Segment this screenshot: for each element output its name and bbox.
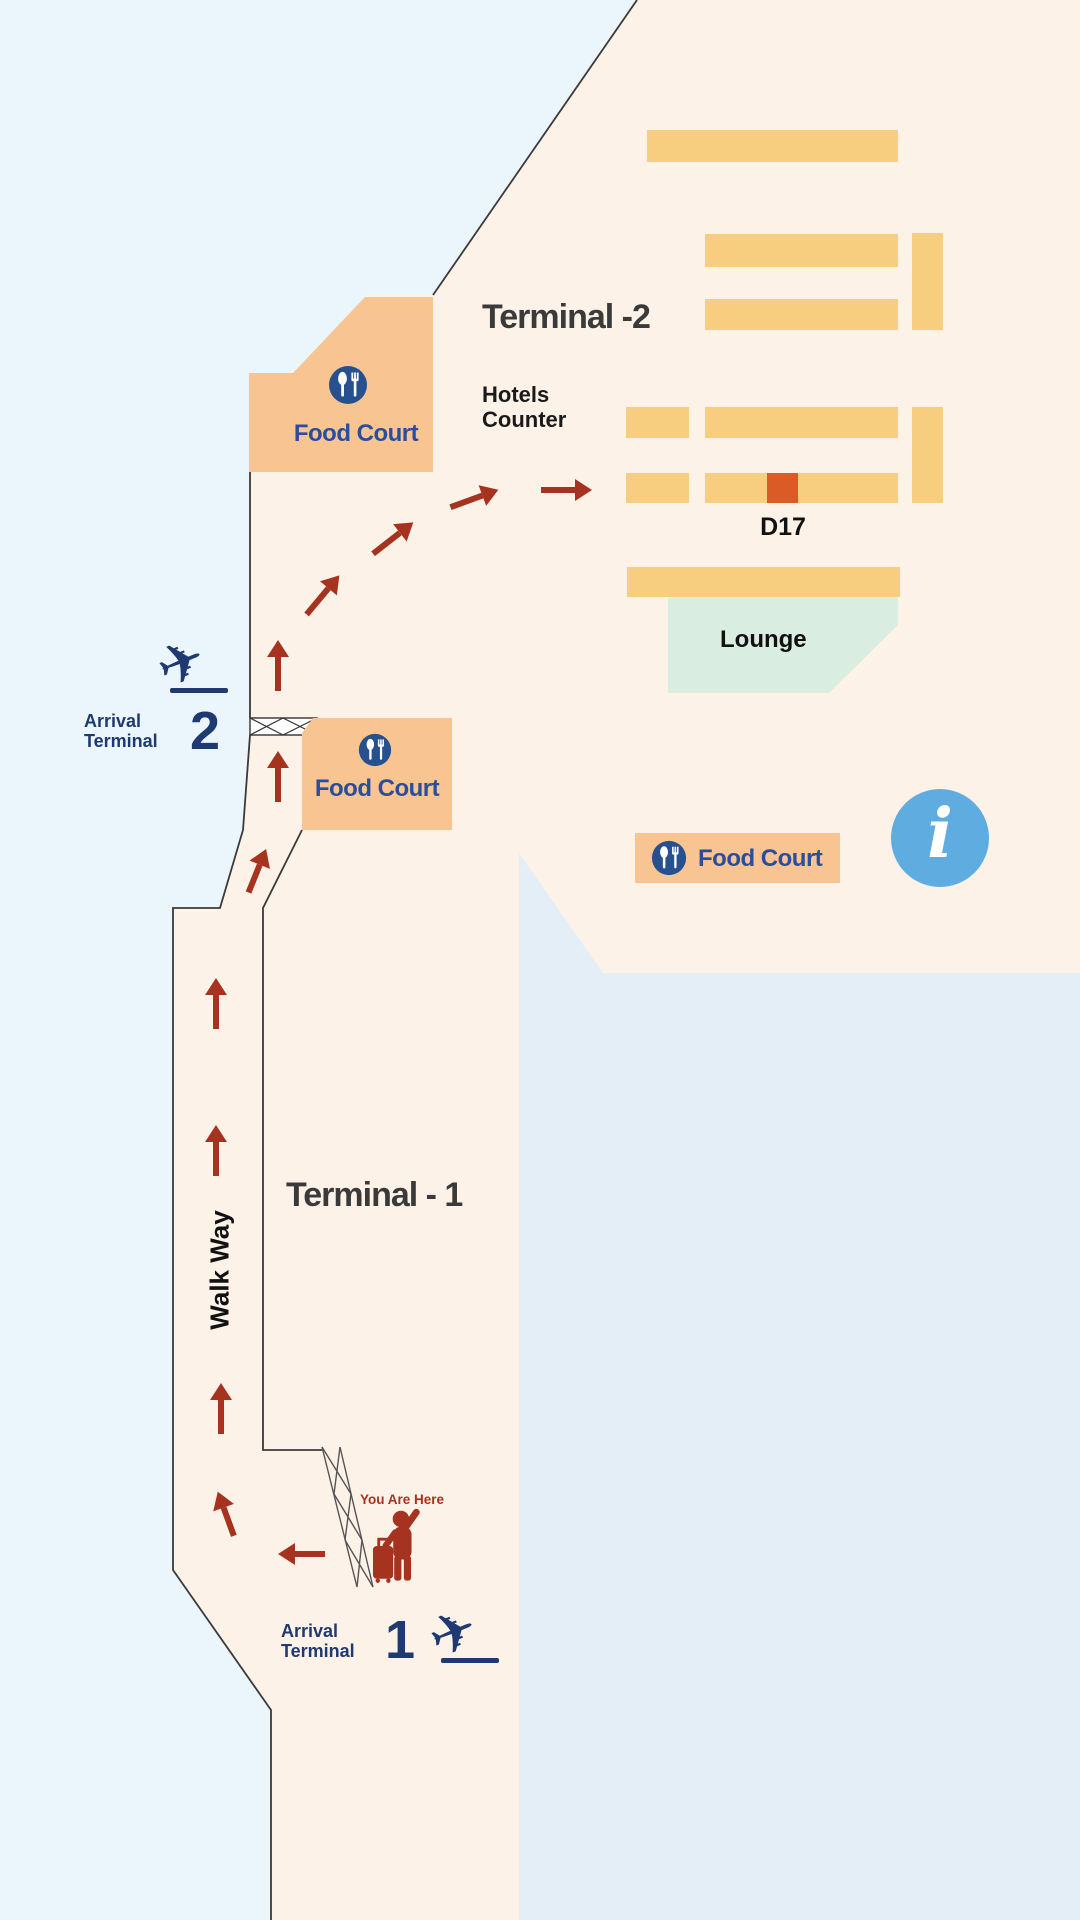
fork-spoon-icon: [358, 733, 392, 767]
gate-bar-d17-row: [705, 473, 898, 503]
arrival-terminal2-label: Arrival Terminal: [84, 711, 158, 751]
plane-runway-line: [170, 688, 228, 693]
gate-bar: [626, 407, 689, 438]
food-court-label-upper: Food Court: [293, 420, 419, 447]
walkway-label: Walk Way: [204, 1210, 235, 1330]
gate-d17-label: D17: [760, 513, 806, 541]
gate-bar: [647, 130, 898, 162]
hotels-counter-label: Hotels Counter: [482, 382, 567, 432]
route-arrow: [278, 1543, 332, 1565]
fork-spoon-icon: [651, 840, 687, 876]
bridge-hatch: [249, 717, 318, 736]
arrival-terminal1-label: Arrival Terminal: [281, 1621, 355, 1661]
you-are-here-person-icon: [372, 1508, 420, 1583]
you-are-here-label: You Are Here: [360, 1492, 445, 1507]
route-arrow: [210, 1383, 232, 1437]
information-icon: i: [891, 789, 989, 887]
gate-bar-vertical: [912, 233, 943, 330]
escalator-hatch: [321, 1446, 374, 1588]
route-arrow: [267, 751, 289, 805]
tarmac-blue-area: [519, 853, 1080, 1920]
gate-d17-highlight: [767, 473, 798, 503]
food-court-label-lower: Food Court: [698, 845, 823, 872]
fork-spoon-icon: [329, 366, 367, 404]
arrival-terminal1-number: 1: [385, 1610, 416, 1670]
terminal2-title: Terminal -2: [482, 298, 651, 336]
walkway-boundary-lines: [172, 0, 638, 1920]
gate-bar-vertical: [912, 407, 943, 503]
terminal1-title: Terminal - 1: [286, 1176, 463, 1214]
gate-bar: [626, 473, 689, 503]
plane-runway-line: [441, 1658, 499, 1663]
gate-bar: [705, 407, 898, 438]
route-arrow: [205, 978, 227, 1032]
route-arrow: [205, 1125, 227, 1179]
gate-bar: [627, 567, 900, 597]
lounge-label: Lounge: [720, 626, 807, 653]
food-court-label-middle: Food Court: [314, 775, 440, 802]
gate-bar: [705, 234, 898, 267]
arrival-terminal2-number: 2: [190, 701, 221, 761]
route-arrow: [538, 479, 592, 501]
gate-bar: [705, 299, 898, 330]
info-i-glyph: i: [927, 794, 953, 874]
route-arrow: [267, 640, 289, 694]
